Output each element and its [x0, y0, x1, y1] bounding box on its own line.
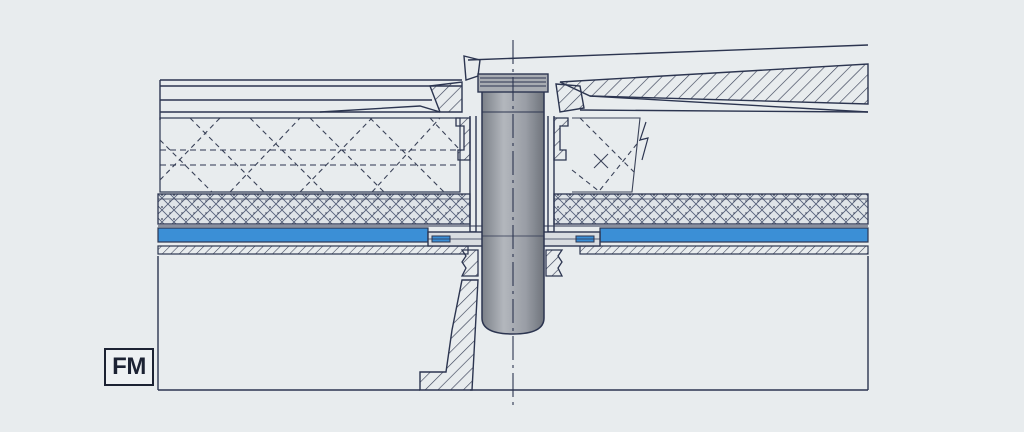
insulation-layer-left	[159, 117, 461, 193]
support-bracket	[419, 279, 479, 391]
fm-label: FM	[112, 353, 146, 380]
roof-deck-right	[467, 44, 869, 113]
roof-deck-left	[159, 79, 462, 120]
clamping-ring-lower	[460, 249, 564, 277]
gravel-layer	[157, 193, 869, 225]
drain-collar	[429, 55, 585, 113]
fm-label-box: FM	[104, 348, 154, 386]
insulation-layer-right	[571, 117, 649, 193]
clamping-ring-upper	[455, 117, 569, 161]
